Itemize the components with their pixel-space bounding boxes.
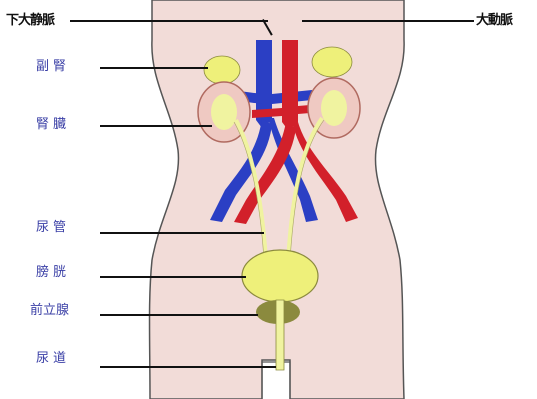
leader-prostate [100,314,258,316]
leader-adrenal [100,67,208,69]
label-urethra: 尿道 [36,351,70,367]
urethra [276,300,284,370]
label-ivc: 下大静脈 [6,13,54,29]
leader-aorta [302,20,474,22]
leader-ivc [70,20,268,22]
leader-ureter [100,232,264,234]
bladder [242,250,318,302]
leader-urethra [100,366,276,368]
label-kidney: 腎臓 [36,117,70,133]
label-aorta: 大動脈 [476,13,512,29]
label-ureter: 尿管 [36,220,70,236]
label-bladder: 膀胱 [36,265,70,281]
label-prostate: 前立腺 [30,303,69,319]
leader-kidney [100,125,212,127]
leader-bladder [100,276,246,278]
label-adrenal: 副腎 [36,59,70,75]
